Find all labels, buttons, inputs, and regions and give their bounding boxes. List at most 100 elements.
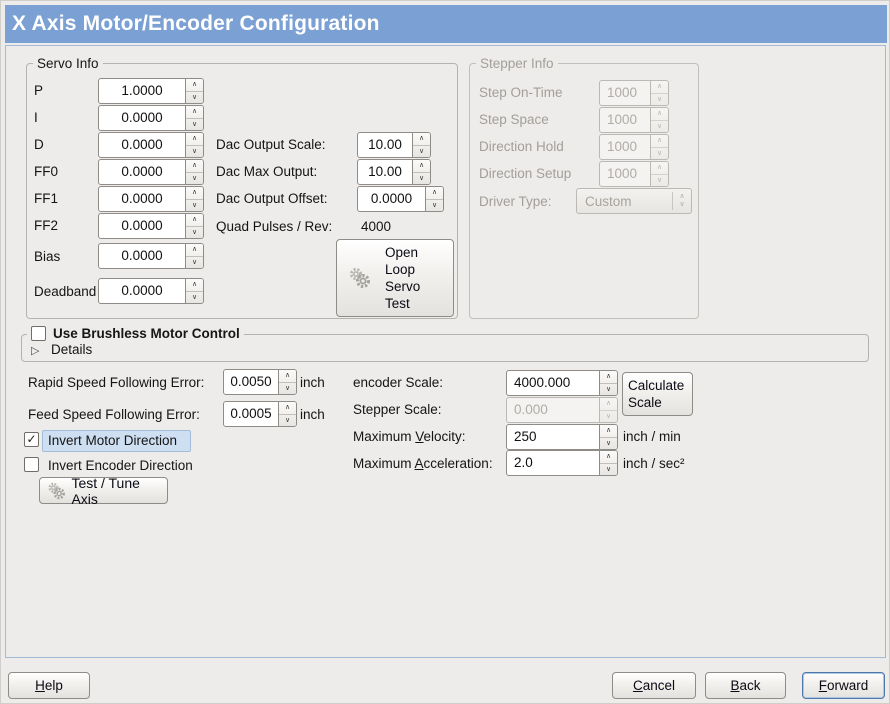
spin-up-button[interactable]: [186, 244, 203, 257]
spin-up-button[interactable]: [651, 81, 668, 94]
spin-up-button[interactable]: [186, 133, 203, 146]
back-button[interactable]: Back: [705, 672, 786, 699]
i-value[interactable]: 0.0000: [121, 110, 163, 125]
spin-down-button[interactable]: [600, 438, 617, 450]
step-on-time-value[interactable]: 1000: [607, 85, 638, 100]
i-spinbox[interactable]: 0.0000: [98, 105, 204, 131]
direction-hold-spinbox[interactable]: 1000: [599, 134, 669, 160]
maximum-acceleration-value[interactable]: 2.0: [514, 455, 533, 470]
ff1-value[interactable]: 0.0000: [121, 191, 163, 206]
brushless-checkbox-label[interactable]: Use Brushless Motor Control: [53, 326, 240, 341]
stepper-scale-spinbox[interactable]: 0.000: [506, 397, 618, 423]
direction-setup-spinbox[interactable]: 1000: [599, 161, 669, 187]
bias-spinbox[interactable]: 0.0000: [98, 243, 204, 269]
spin-up-button[interactable]: [413, 160, 430, 173]
test-tune-axis-button[interactable]: Test / Tune Axis: [39, 475, 168, 507]
ff2-spinbox[interactable]: 0.0000: [98, 213, 204, 239]
spin-down-button[interactable]: [186, 200, 203, 212]
spin-down-button[interactable]: [279, 415, 296, 427]
bias-value[interactable]: 0.0000: [121, 248, 163, 263]
spin-down-button[interactable]: [186, 257, 203, 269]
spin-up-button[interactable]: [426, 187, 443, 200]
spin-down-button[interactable]: [413, 146, 430, 158]
invert-encoder-direction-label[interactable]: Invert Encoder Direction: [48, 458, 193, 473]
spin-down-button[interactable]: [600, 384, 617, 396]
spin-up-button[interactable]: [279, 402, 296, 415]
feed-following-error-value[interactable]: 0.0005: [230, 406, 272, 421]
spin-down-button[interactable]: [600, 411, 617, 423]
spin-down-button[interactable]: [186, 292, 203, 304]
driver-type-combobox[interactable]: Custom ∧∨: [576, 188, 692, 214]
help-button[interactable]: Help: [8, 672, 90, 699]
direction-setup-value[interactable]: 1000: [607, 166, 638, 181]
maximum-velocity-value[interactable]: 250: [514, 429, 537, 444]
deadband-value[interactable]: 0.0000: [121, 283, 163, 298]
spin-down-button[interactable]: [651, 121, 668, 133]
spin-up-button[interactable]: [186, 214, 203, 227]
encoder-scale-value[interactable]: 4000.000: [514, 375, 571, 390]
spin-down-button[interactable]: [413, 173, 430, 185]
ff0-value[interactable]: 0.0000: [121, 164, 163, 179]
spin-up-button[interactable]: [651, 135, 668, 148]
spin-down-button[interactable]: [651, 94, 668, 106]
deadband-spinbox[interactable]: 0.0000: [98, 278, 204, 304]
d-spinbox[interactable]: 0.0000: [98, 132, 204, 158]
spin-down-button[interactable]: [651, 148, 668, 160]
step-on-time-spinbox[interactable]: 1000: [599, 80, 669, 106]
rapid-following-error-value[interactable]: 0.0050: [230, 374, 272, 389]
spin-down-button[interactable]: [186, 146, 203, 158]
spin-down-button[interactable]: [279, 383, 296, 395]
invert-motor-direction-label[interactable]: Invert Motor Direction: [48, 433, 178, 448]
spin-up-button[interactable]: [186, 106, 203, 119]
step-space-spinbox[interactable]: 1000: [599, 107, 669, 133]
direction-hold-value[interactable]: 1000: [607, 139, 638, 154]
p-value[interactable]: 1.0000: [121, 83, 163, 98]
spin-up-button[interactable]: [279, 370, 296, 383]
brushless-checkbox[interactable]: [31, 326, 46, 341]
ff1-spinbox[interactable]: 0.0000: [98, 186, 204, 212]
p-spinbox[interactable]: 1.0000: [98, 78, 204, 104]
maximum-velocity-spinbox[interactable]: 250: [506, 424, 618, 450]
spin-up-button[interactable]: [651, 162, 668, 175]
invert-motor-direction-checkbox[interactable]: ✓: [24, 432, 39, 447]
feed-following-error-spinbox[interactable]: 0.0005: [223, 401, 297, 427]
spin-down-button[interactable]: [186, 227, 203, 239]
dac-output-offset-value[interactable]: 0.0000: [370, 191, 413, 206]
spin-up-button[interactable]: [600, 398, 617, 411]
calculate-scale-button[interactable]: Calculate Scale: [622, 372, 693, 416]
combo-arrows-icon[interactable]: ∧∨: [672, 192, 691, 210]
spin-up-button[interactable]: [600, 451, 617, 464]
dac-output-scale-value[interactable]: 10.00: [368, 137, 402, 152]
spin-up-button[interactable]: [186, 187, 203, 200]
spin-up-button[interactable]: [600, 371, 617, 384]
spin-down-button[interactable]: [600, 464, 617, 476]
details-expander-icon[interactable]: ▷: [31, 345, 40, 357]
details-expander-label[interactable]: Details: [51, 342, 93, 357]
d-value[interactable]: 0.0000: [121, 137, 163, 152]
spin-up-button[interactable]: [651, 108, 668, 121]
forward-button[interactable]: Forward: [802, 672, 885, 699]
dac-output-scale-spinbox[interactable]: 10.00: [357, 132, 431, 158]
spin-down-button[interactable]: [186, 173, 203, 185]
open-loop-servo-test-button[interactable]: Open Loop Servo Test: [336, 239, 454, 317]
spin-up-button[interactable]: [413, 133, 430, 146]
cancel-button[interactable]: Cancel: [612, 672, 696, 699]
spin-down-button[interactable]: [186, 119, 203, 131]
step-space-value[interactable]: 1000: [607, 112, 638, 127]
encoder-scale-spinbox[interactable]: 4000.000: [506, 370, 618, 396]
stepper-scale-value[interactable]: 0.000: [514, 402, 548, 417]
ff2-value[interactable]: 0.0000: [121, 218, 163, 233]
spin-up-button[interactable]: [186, 160, 203, 173]
spin-down-button[interactable]: [186, 92, 203, 104]
ff0-spinbox[interactable]: 0.0000: [98, 159, 204, 185]
maximum-acceleration-spinbox[interactable]: 2.0: [506, 450, 618, 476]
dac-max-output-spinbox[interactable]: 10.00: [357, 159, 431, 185]
dac-output-offset-spinbox[interactable]: 0.0000: [357, 186, 444, 212]
spin-up-button[interactable]: [186, 279, 203, 292]
spin-down-button[interactable]: [426, 200, 443, 212]
dac-max-output-value[interactable]: 10.00: [368, 164, 402, 179]
rapid-following-error-spinbox[interactable]: 0.0050: [223, 369, 297, 395]
invert-encoder-direction-checkbox[interactable]: [24, 457, 39, 472]
spin-up-button[interactable]: [600, 425, 617, 438]
spin-down-button[interactable]: [651, 175, 668, 187]
